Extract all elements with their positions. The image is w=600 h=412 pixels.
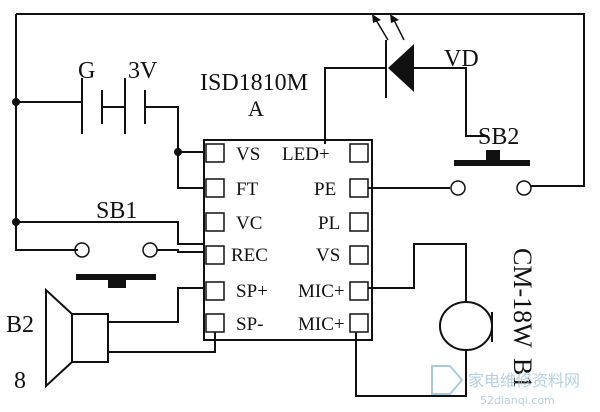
arrowhead	[390, 14, 399, 23]
pin-box	[349, 178, 369, 198]
microphone-b1	[355, 243, 493, 397]
led-anode-wire	[324, 67, 386, 144]
mic-plus-wire-1	[368, 243, 467, 302]
sb2-label: SB2	[478, 124, 519, 150]
switch-sb2	[368, 150, 532, 196]
speaker-b2	[45, 287, 216, 389]
speaker-magnet	[71, 313, 109, 363]
junction-dot	[174, 148, 182, 156]
pin-box	[349, 212, 369, 232]
pin-box	[349, 313, 369, 333]
sb1-label: SB1	[96, 198, 137, 224]
mic-model-label: CM-18W	[508, 248, 537, 348]
left-rail-wire	[15, 14, 78, 251]
battery-ground-label: G	[78, 58, 95, 84]
pin-box	[205, 281, 225, 301]
switch-button	[486, 150, 500, 162]
led-triangle	[388, 44, 414, 92]
chip-name: ISD1810M	[200, 70, 308, 96]
ft-wire	[177, 152, 204, 189]
chip-body	[203, 139, 373, 341]
junction-dot	[12, 98, 20, 106]
pin-label-rec: REC	[231, 245, 268, 266]
watermark: 家电维修资料网 52dianqi.com	[431, 365, 580, 407]
pin-label-sp-plus: SP+	[236, 281, 268, 302]
watermark-url: 52dianqi.com	[480, 394, 555, 407]
pin-label-vs-right: VS	[316, 245, 340, 266]
pin-box	[205, 313, 225, 333]
switch-button	[108, 278, 126, 288]
mic-name-label: B1	[508, 358, 537, 388]
vc-wire	[16, 221, 204, 245]
pin-box	[205, 245, 225, 265]
speaker-impedance: 8	[14, 368, 26, 394]
pin-box	[205, 143, 225, 163]
junction-dot	[12, 218, 20, 226]
led-vd	[324, 14, 488, 144]
mic-plus-wire-2	[355, 332, 467, 397]
sp-plus-wire	[108, 287, 204, 323]
top-rail-wire	[16, 13, 585, 187]
pin-label-vc: VC	[236, 213, 262, 234]
switch-contact	[450, 180, 466, 196]
arrowhead	[372, 14, 381, 23]
light-arrow-1	[375, 19, 389, 41]
pin-box	[205, 212, 225, 232]
pin-box	[205, 178, 225, 198]
sp-minus-wire	[108, 332, 216, 353]
chip-left-pins	[205, 143, 225, 333]
pin-label-sp-minus: SP-	[236, 314, 263, 335]
switch-contact	[516, 180, 532, 196]
chip-right-pins	[349, 143, 369, 333]
switch-actuator	[76, 274, 156, 280]
switch-contact	[74, 242, 90, 258]
battery-pos-wire	[145, 106, 204, 153]
speaker-cone	[45, 287, 73, 389]
pin-label-led-plus: LED+	[282, 144, 330, 165]
pin-label-mic-plus-2: MIC+	[298, 314, 345, 335]
rec-wire	[157, 249, 204, 253]
battery	[81, 78, 146, 134]
pin-label-vs-left: VS	[236, 144, 260, 165]
battery-voltage-label: 3V	[128, 58, 158, 84]
pin-label-pe: PE	[314, 179, 336, 200]
pin-label-ft: FT	[236, 179, 259, 200]
pin-box	[349, 245, 369, 265]
pin-label-mic-plus-1: MIC+	[298, 281, 345, 302]
switch-sb1	[74, 242, 158, 288]
switch-actuator	[454, 160, 530, 166]
led-wire	[414, 67, 488, 137]
light-arrow-2	[393, 19, 405, 41]
switch-contact	[142, 242, 158, 258]
mic-capsule	[439, 301, 493, 351]
pin-box	[349, 143, 369, 163]
pin-label-pl: PL	[318, 213, 340, 234]
speaker-label: B2	[6, 312, 34, 338]
battery-neg-wire	[16, 101, 83, 134]
mic-label-group: CM-18W B1	[508, 248, 537, 388]
watermark-logo	[431, 365, 464, 395]
pin-box	[349, 281, 369, 301]
chip-suffix: A	[248, 96, 264, 121]
watermark-cn: 家电维修资料网	[468, 371, 580, 390]
led-label: VD	[444, 46, 479, 72]
